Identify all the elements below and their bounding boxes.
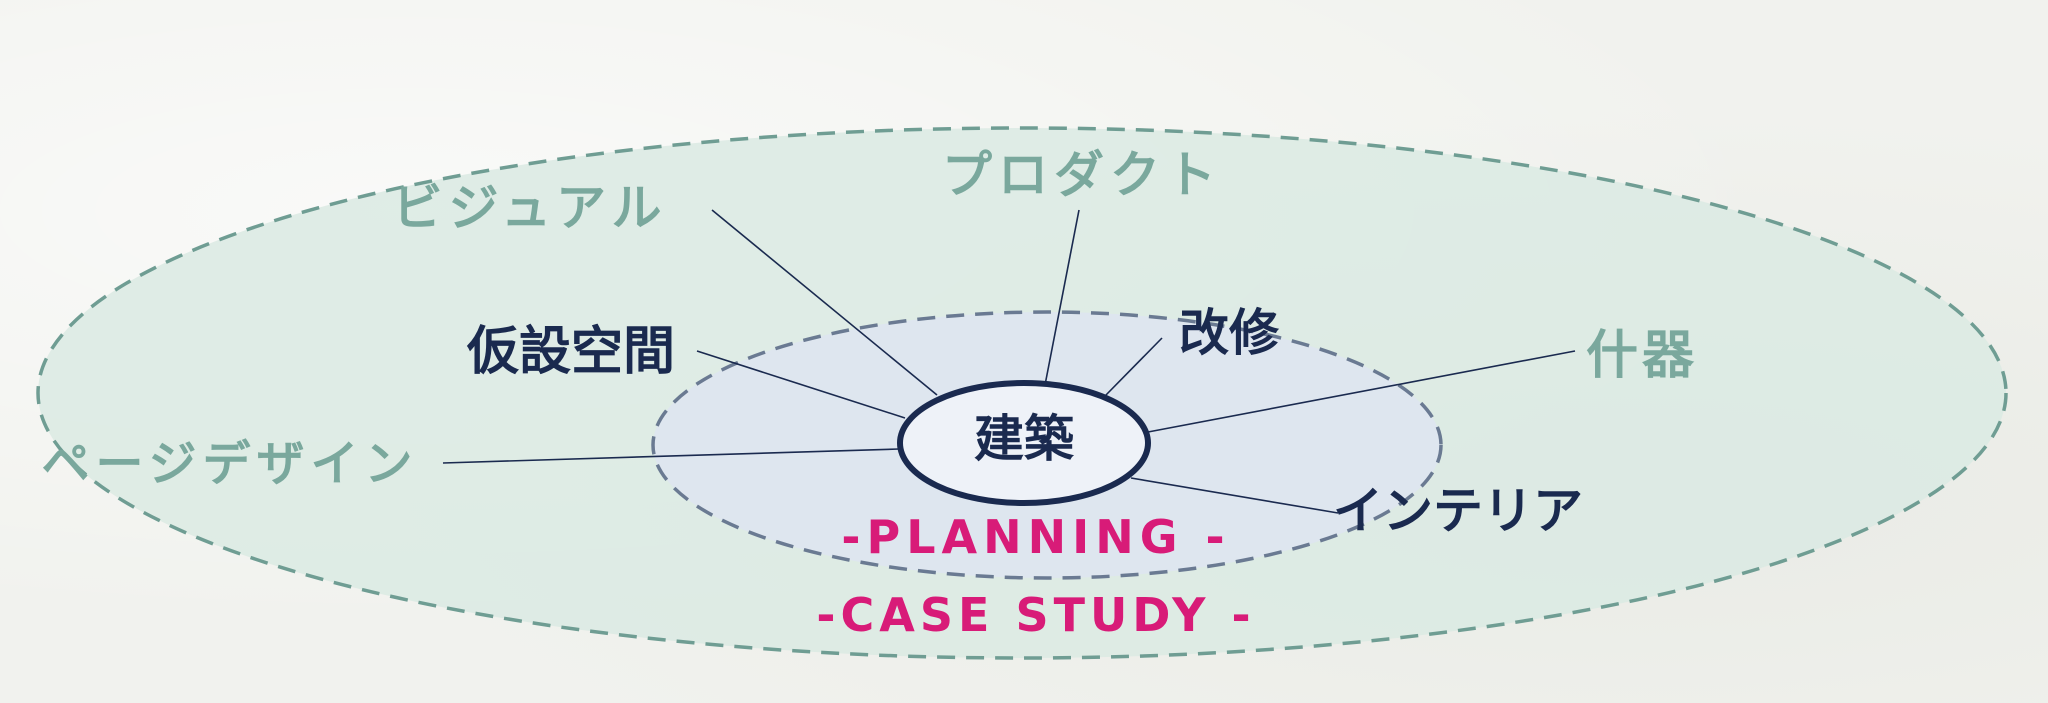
label-kaishu: 改修 bbox=[1179, 304, 1280, 362]
label-interior: インテリア bbox=[1333, 482, 1583, 540]
connector-interior bbox=[1130, 477, 1339, 514]
connector-visual bbox=[711, 209, 938, 396]
label-visual: ビジュアル bbox=[393, 179, 668, 237]
label-page-design: ページデザイン bbox=[41, 436, 418, 492]
label-juki: 什器 bbox=[1586, 326, 1698, 386]
connector-page-design bbox=[442, 448, 900, 464]
center-node bbox=[897, 380, 1151, 506]
center-node-label: 建築 bbox=[974, 410, 1075, 468]
connector-product bbox=[1044, 209, 1080, 386]
connector-kaishu bbox=[1104, 337, 1163, 397]
caption-planning: -PLANNING - bbox=[841, 510, 1230, 564]
label-product: プロダクト bbox=[942, 146, 1222, 204]
label-kasetsu-kukan: 仮設空間 bbox=[466, 322, 675, 382]
connector-juki bbox=[1147, 350, 1576, 433]
caption-case-study: -CASE STUDY - bbox=[816, 588, 1255, 642]
connector-kasetsu-kukan bbox=[696, 350, 906, 419]
